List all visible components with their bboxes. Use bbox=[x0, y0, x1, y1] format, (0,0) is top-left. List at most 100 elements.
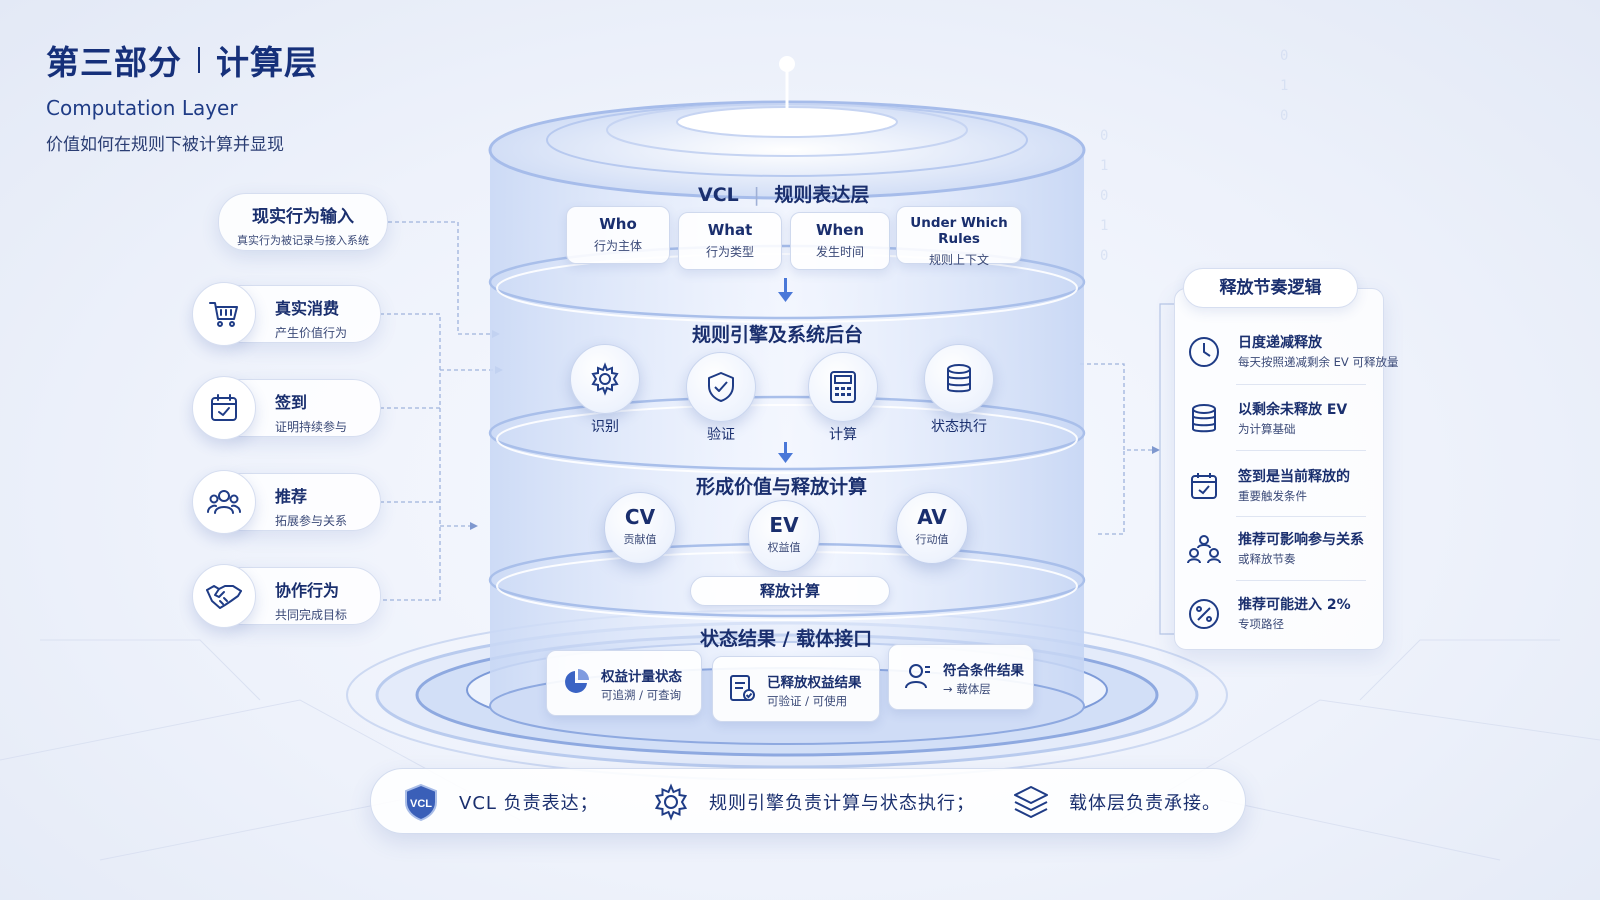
chip-sub: 行为类型 bbox=[705, 245, 754, 259]
result-card-qualified: 符合条件结果 → 载体层 bbox=[888, 644, 1034, 710]
vcl-chip-who: Who 行为主体 bbox=[566, 206, 670, 264]
people-network-icon bbox=[1187, 535, 1221, 564]
summary-text: 规则引擎负责计算与状态执行； bbox=[709, 793, 975, 814]
left-item-title: 推荐 bbox=[275, 487, 308, 506]
clock-icon bbox=[1189, 337, 1219, 367]
value-node-ev: EV 权益值 bbox=[748, 500, 820, 572]
release-item-title: 签到是当前释放的 bbox=[1238, 469, 1350, 485]
release-item: 签到是当前释放的 重要触发条件 bbox=[1186, 466, 1396, 526]
left-item-body: 推荐 拓展参与关系 bbox=[236, 473, 381, 531]
release-logic-title: 释放节奏逻辑 bbox=[1183, 268, 1358, 308]
result-title: 符合条件结果 bbox=[943, 663, 1024, 679]
release-item-title: 日度递减释放 bbox=[1238, 335, 1322, 351]
left-item-consumption: 真实消费 产生价值行为 bbox=[192, 282, 382, 346]
release-item-sub: 或释放节奏 bbox=[1238, 552, 1296, 566]
database-icon bbox=[924, 344, 994, 414]
engine-label: 验证 bbox=[707, 427, 735, 443]
gear-icon bbox=[570, 344, 640, 414]
title-layer: 计算层 bbox=[216, 43, 318, 82]
release-item: 以剩余未释放 EV 为计算基础 bbox=[1186, 399, 1396, 459]
database-icon bbox=[1192, 404, 1216, 433]
value-layer-title: 形成价值与释放计算 bbox=[696, 476, 868, 498]
value-name: 行动值 bbox=[915, 533, 949, 546]
summary-text: VCL 负责表达； bbox=[459, 793, 599, 814]
page-title: 第三部分 计算层 bbox=[46, 36, 318, 84]
release-item: 推荐可影响参与关系 或释放节奏 bbox=[1186, 529, 1396, 589]
release-item: 推荐可能进入 2% 专项路径 bbox=[1186, 594, 1396, 654]
engine-label: 识别 bbox=[591, 419, 619, 435]
vcl-chip-when: When 发生时间 bbox=[790, 212, 890, 270]
chip-sub: 规则上下文 bbox=[928, 253, 989, 267]
left-item-subtitle: 共同完成目标 bbox=[275, 608, 348, 622]
left-item-subtitle: 拓展参与关系 bbox=[275, 514, 348, 528]
input-title: 现实行为输入 bbox=[252, 207, 354, 227]
left-item-title: 真实消费 bbox=[275, 299, 340, 318]
pie-chart-icon bbox=[565, 669, 589, 693]
left-item-subtitle: 证明持续参与 bbox=[275, 420, 348, 434]
calendar-check-icon bbox=[1191, 473, 1217, 499]
calendar-check-icon bbox=[192, 376, 256, 440]
divider bbox=[1236, 450, 1366, 451]
release-item-title: 推荐可影响参与关系 bbox=[1238, 532, 1364, 548]
left-item-collaboration: 协作行为 共同完成目标 bbox=[192, 564, 382, 628]
calculator-icon bbox=[808, 352, 878, 422]
divider bbox=[1236, 516, 1366, 517]
result-card-released: 已释放权益结果 可验证 / 可使用 bbox=[712, 656, 880, 722]
page-header: 第三部分 计算层 Computation Layer 价值如何在规则下被计算并显… bbox=[46, 36, 318, 155]
vcl-shield-icon: VCL bbox=[405, 783, 437, 822]
vcl-layer-title: VCL | 规则表达层 bbox=[698, 180, 869, 207]
release-item: 日度递减释放 每天按照递减剩余 EV 可释放量 bbox=[1186, 332, 1399, 392]
chip-label: What bbox=[707, 221, 753, 239]
title-separator bbox=[198, 47, 200, 73]
result-sub: 可追溯 / 可查询 bbox=[601, 688, 682, 702]
percent-icon bbox=[1189, 599, 1219, 629]
value-node-av: AV 行动值 bbox=[896, 492, 968, 564]
result-sub: 可验证 / 可使用 bbox=[767, 694, 848, 708]
release-item-sub: 重要触发条件 bbox=[1238, 489, 1307, 503]
value-code: AV bbox=[917, 505, 947, 529]
value-node-cv: CV 贡献值 bbox=[604, 492, 676, 564]
summary-item-carrier: 载体层负责承接。 bbox=[1011, 769, 1221, 835]
release-item-title: 以剩余未释放 EV bbox=[1238, 402, 1348, 418]
result-layer-title: 状态结果 / 载体接口 bbox=[700, 628, 873, 650]
result-title: 已释放权益结果 bbox=[767, 675, 862, 691]
engine-layer-title: 规则引擎及系统后台 bbox=[692, 324, 864, 346]
vcl-chip-what: What 行为类型 bbox=[678, 212, 782, 270]
layers-icon bbox=[1014, 786, 1048, 818]
summary-item-vcl: VCL VCL 负责表达； bbox=[401, 769, 599, 835]
result-title: 权益计量状态 bbox=[601, 669, 682, 685]
vcl-layer-name: 规则表达层 bbox=[774, 184, 870, 206]
result-sub: → 载体层 bbox=[943, 682, 991, 696]
vcl-label: VCL bbox=[698, 184, 739, 206]
release-logic-panel bbox=[1174, 288, 1384, 650]
release-item-sub: 为计算基础 bbox=[1238, 422, 1296, 436]
left-item-referral: 推荐 拓展参与关系 bbox=[192, 470, 382, 534]
shield-check-icon bbox=[686, 352, 756, 422]
shopping-cart-icon bbox=[192, 282, 256, 346]
value-code: CV bbox=[624, 505, 656, 529]
chip-label: Who bbox=[599, 215, 637, 233]
subtitle-chinese: 价值如何在规则下被计算并显现 bbox=[46, 135, 284, 155]
result-card-state: 权益计量状态 可追溯 / 可查询 bbox=[546, 650, 702, 716]
gear-icon bbox=[654, 783, 688, 821]
release-item-sub: 每天按照递减剩余 EV 可释放量 bbox=[1238, 355, 1399, 369]
users-icon bbox=[192, 470, 256, 534]
chip-label: When bbox=[815, 221, 865, 239]
chip-sub: 行为主体 bbox=[593, 239, 642, 253]
divider bbox=[1236, 580, 1366, 581]
engine-label: 状态执行 bbox=[931, 419, 987, 435]
vcl-chip-rules: Under Which Rules 规则上下文 bbox=[896, 206, 1022, 267]
left-item-body: 真实消费 产生价值行为 bbox=[236, 285, 381, 343]
summary-item-engine: 规则引擎负责计算与状态执行； bbox=[651, 769, 975, 835]
left-item-body: 协作行为 共同完成目标 bbox=[236, 567, 381, 625]
summary-bar: VCL VCL 负责表达； 规则引擎负责计算与状态执行； 载体层负责承接。 bbox=[370, 768, 1246, 834]
document-check-icon bbox=[730, 675, 755, 701]
left-item-subtitle: 产生价值行为 bbox=[275, 326, 348, 340]
svg-text:0: 0 bbox=[1280, 108, 1288, 124]
input-subtitle: 真实行为被记录与接入系统 bbox=[237, 234, 369, 247]
svg-text:0: 0 bbox=[1280, 48, 1288, 64]
title-part: 第三部分 bbox=[46, 43, 182, 82]
user-icon bbox=[905, 664, 930, 689]
summary-text: 载体层负责承接。 bbox=[1069, 793, 1221, 814]
engine-label: 计算 bbox=[829, 427, 857, 443]
